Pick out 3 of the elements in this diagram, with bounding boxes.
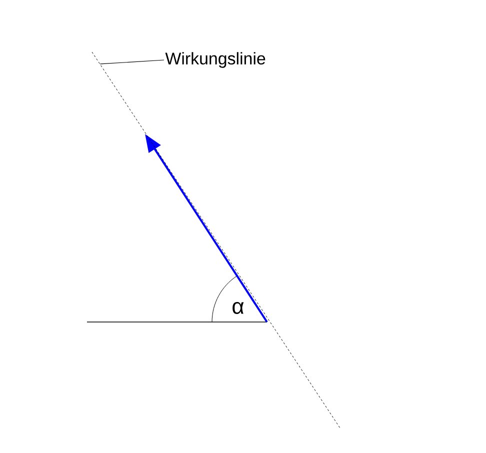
leader-line xyxy=(100,60,164,64)
line-of-action xyxy=(92,52,340,428)
angle-label: α xyxy=(232,302,244,314)
